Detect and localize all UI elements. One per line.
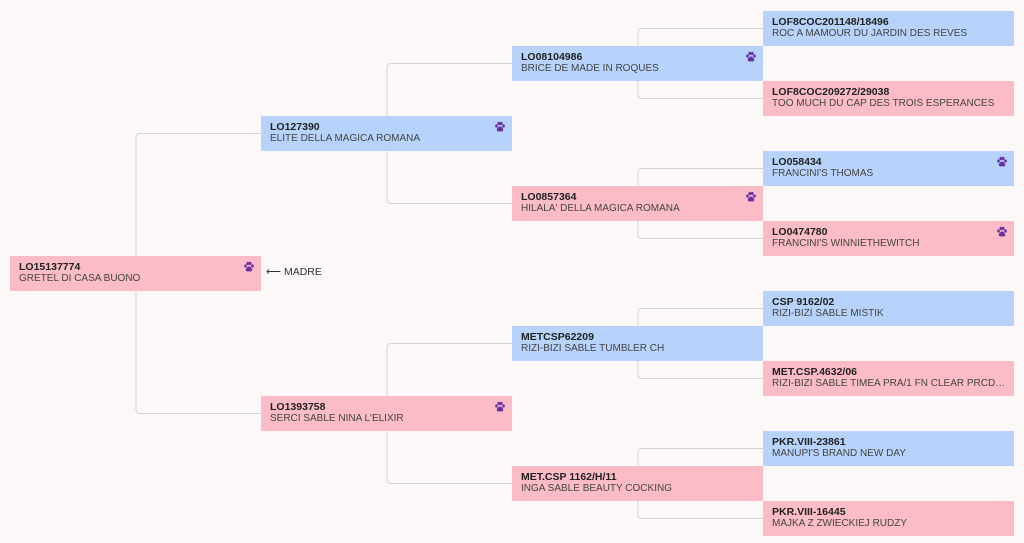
dog-name: RIZI-BIZI SABLE TUMBLER CH bbox=[521, 343, 665, 354]
paw-icon bbox=[746, 191, 756, 202]
registration-number: LO058434 bbox=[772, 156, 822, 168]
dog-name: BRICE DE MADE IN ROQUES bbox=[521, 63, 659, 74]
dog-name: ROC A MAMOUR DU JARDIN DES REVES bbox=[772, 28, 968, 39]
dog-name: GRETEL DI CASA BUONO bbox=[19, 273, 141, 284]
connector-line bbox=[637, 308, 763, 379]
dog-name: ELITE DELLA MAGICA ROMANA bbox=[270, 133, 421, 144]
registration-number: LO15137774 bbox=[19, 261, 81, 273]
connector-line bbox=[637, 448, 763, 519]
registration-number: LO1393758 bbox=[270, 401, 326, 413]
dog-name: MAJKA Z ZWIECKIEJ RUDZY bbox=[772, 518, 908, 529]
registration-number: LOF8COC209272/29038 bbox=[772, 86, 890, 98]
dog-name: INGA SABLE BEAUTY COCKING bbox=[521, 483, 672, 494]
connector-line bbox=[386, 343, 512, 484]
registration-number: LOF8COC201148/18496 bbox=[772, 16, 889, 28]
registration-number: LO0474780 bbox=[772, 226, 828, 238]
paw-icon bbox=[495, 121, 505, 132]
dog-name: HILALA' DELLA MAGICA ROMANA bbox=[521, 203, 680, 214]
registration-number: LO0857364 bbox=[521, 191, 577, 203]
paw-icon bbox=[244, 261, 254, 272]
registration-number: METCSP62209 bbox=[521, 331, 594, 343]
paw-icon bbox=[495, 401, 505, 412]
registration-number: CSP 9162/02 bbox=[772, 296, 835, 308]
paw-icon bbox=[746, 51, 756, 62]
dog-name: RIZI-BIZI SABLE MISTIK bbox=[772, 308, 884, 319]
registration-number: PKR.VIII-23861 bbox=[772, 436, 846, 448]
dog-name: SERCI SABLE NINA L'ELIXIR bbox=[270, 413, 404, 424]
paw-icon bbox=[997, 156, 1007, 167]
dog-name: FRANCINI'S THOMAS bbox=[772, 168, 874, 179]
subject-role-label: ⟵ MADRE bbox=[266, 266, 322, 278]
registration-number: PKR.VIII-16445 bbox=[772, 506, 846, 518]
registration-number: MET.CSP.4632/06 bbox=[772, 366, 858, 378]
registration-number: MET.CSP 1162/H/11 bbox=[521, 471, 617, 483]
connector-line bbox=[637, 168, 763, 239]
connector-line bbox=[386, 63, 512, 204]
connector-line bbox=[637, 28, 763, 99]
dog-name: FRANCINI'S WINNIETHEWITCH bbox=[772, 238, 920, 249]
dog-name: RIZI-BIZI SABLE TIMEA PRA/1 FN CLEAR PRC… bbox=[772, 378, 1006, 389]
registration-number: LO127390 bbox=[270, 121, 320, 133]
registration-number: LO08104986 bbox=[521, 51, 583, 63]
connector-line bbox=[135, 133, 261, 414]
dog-name: MANUPI'S BRAND NEW DAY bbox=[772, 448, 906, 459]
dog-name: TOO MUCH DU CAP DES TROIS ESPERANCES bbox=[772, 98, 995, 109]
paw-icon bbox=[997, 226, 1007, 237]
